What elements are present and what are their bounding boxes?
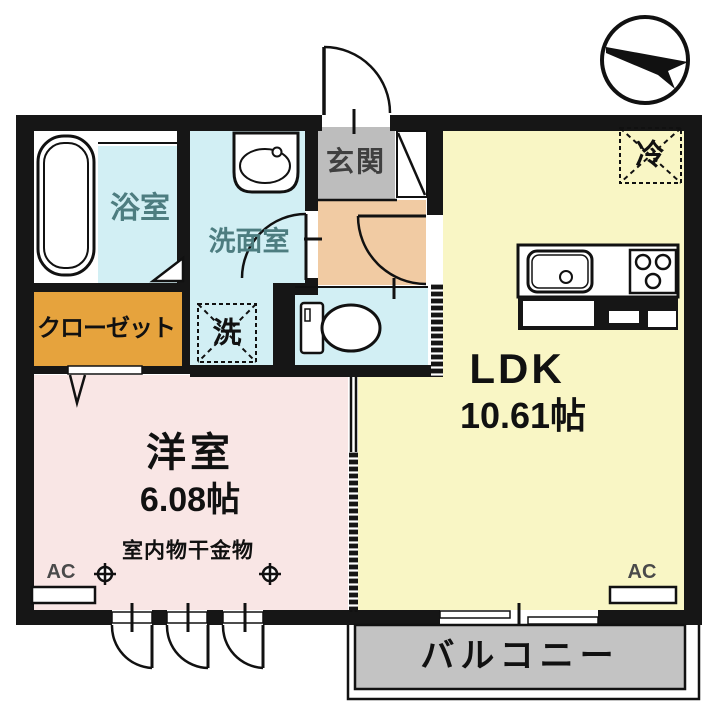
laundry-floor xyxy=(190,283,273,365)
bath-folding-door xyxy=(149,255,185,283)
washroom-door-swing xyxy=(240,212,308,280)
western-room-floor xyxy=(34,375,348,610)
washbasin-icon xyxy=(232,131,300,194)
closet-floor xyxy=(30,290,182,366)
closet-label: クローゼット xyxy=(37,315,176,342)
gas-stove-icon xyxy=(628,248,678,295)
ac-label-right: AC xyxy=(627,561,657,583)
fridge-space-icon xyxy=(619,127,682,184)
closet-folding-door xyxy=(67,365,143,408)
laundry-hardware-label: 室内物干金物 xyxy=(122,539,254,563)
bath-floor xyxy=(98,146,181,283)
washer-mark: 洗 xyxy=(212,317,242,350)
ac-unit-right xyxy=(608,585,678,605)
bathtub-icon xyxy=(36,134,96,277)
shoe-cabinet-icon xyxy=(396,130,428,198)
entrance-door-swing xyxy=(322,45,392,134)
kitchen-counter xyxy=(516,243,680,330)
washer-space-icon xyxy=(197,303,257,363)
hatched-wall-toilet xyxy=(431,284,443,377)
bath-label: 浴室 xyxy=(110,192,170,225)
washroom-label: 洗面室 xyxy=(208,226,290,257)
western-windows xyxy=(110,603,265,670)
sliding-window xyxy=(439,603,599,633)
hatched-wall-western xyxy=(349,452,358,610)
balcony-outline xyxy=(346,623,701,701)
entrance-label: 玄関 xyxy=(325,146,387,177)
western-room-area: 6.08帖 xyxy=(139,481,241,519)
ac-label-left: AC xyxy=(46,561,76,583)
ldk-label: LDK xyxy=(469,345,565,392)
laundry-hook-icons xyxy=(94,563,281,585)
toilet-icon xyxy=(299,301,382,355)
fridge-mark: 冷 xyxy=(635,139,665,172)
hall-door-swing xyxy=(356,214,427,286)
balcony-label: バルコニー xyxy=(420,637,620,675)
walls xyxy=(16,115,702,625)
western-room-label: 洋室 xyxy=(146,431,234,475)
hall-floor xyxy=(318,200,426,285)
north-arrow-icon xyxy=(600,15,690,105)
kitchen-sink-icon xyxy=(526,249,594,294)
entrance-floor xyxy=(318,127,395,199)
ldk-area: 10.61帖 xyxy=(459,395,587,436)
kitchen-cabinet-front xyxy=(518,297,678,330)
ac-unit-left xyxy=(30,585,97,605)
